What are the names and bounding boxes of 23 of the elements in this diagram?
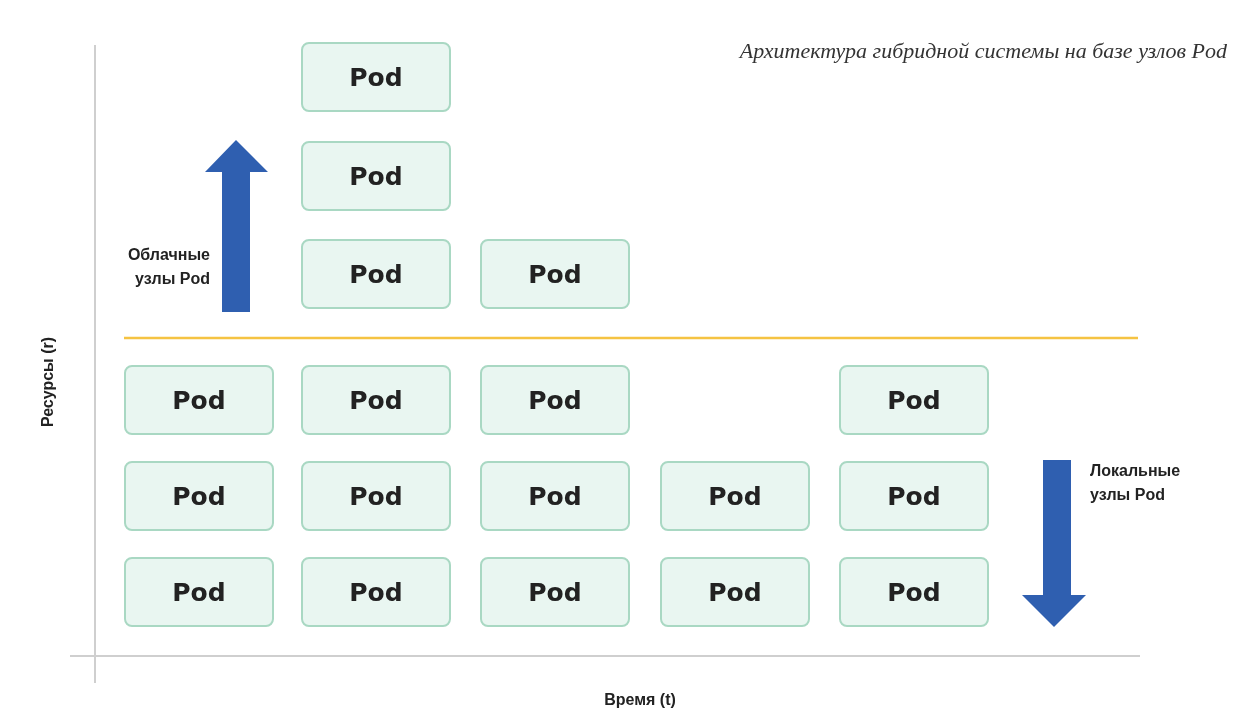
pod-box: Pod xyxy=(301,42,451,112)
pod-box: Pod xyxy=(839,461,989,531)
pod-box: Pod xyxy=(839,557,989,627)
axis-label: Время (t) xyxy=(603,690,677,710)
pod-box: Pod xyxy=(660,557,810,627)
pod-box: Pod xyxy=(480,239,630,309)
pod-box: Pod xyxy=(124,461,274,531)
pod-box: Pod xyxy=(660,461,810,531)
pod-box: Pod xyxy=(480,461,630,531)
pod-box: Pod xyxy=(301,365,451,435)
pod-box: Pod xyxy=(124,365,274,435)
pod-box: Pod xyxy=(480,365,630,435)
arrow-label: Локальные узлы Pod xyxy=(1090,461,1182,505)
pod-box: Pod xyxy=(124,557,274,627)
pod-box: Pod xyxy=(480,557,630,627)
pod-box: Pod xyxy=(301,557,451,627)
pod-box: Pod xyxy=(301,239,451,309)
pod-box: Pod xyxy=(839,365,989,435)
pod-box: Pod xyxy=(301,461,451,531)
diagram-title: Архитектура гибридной системы на базе узлов Pod xyxy=(739,38,1227,64)
axis-label: Ресурсы (r) xyxy=(38,335,57,430)
arrow-label: Облачные узлы Pod xyxy=(126,245,210,289)
pod-box: Pod xyxy=(301,141,451,211)
